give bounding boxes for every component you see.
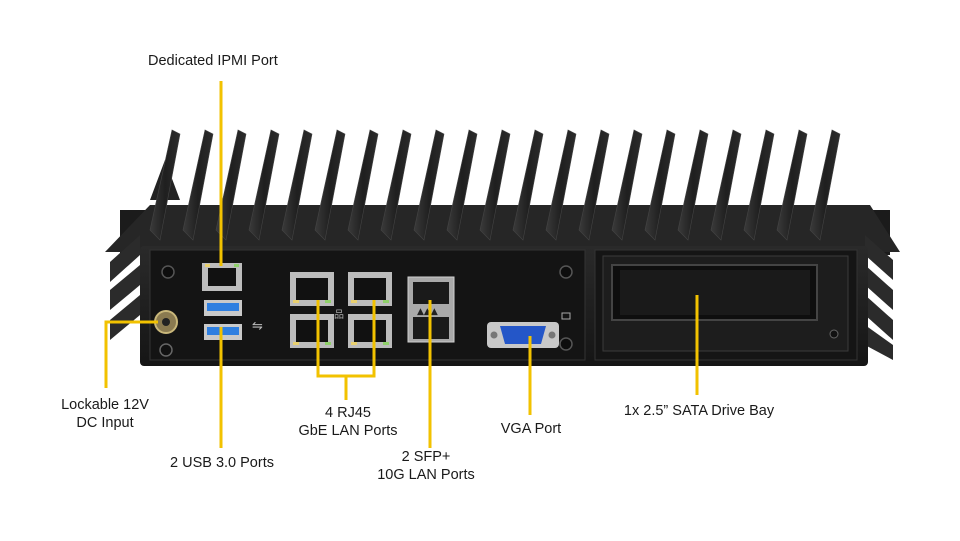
heatsink-fin (677, 129, 709, 241)
heatsink-fin (545, 129, 577, 241)
heatsink-fin (512, 129, 544, 241)
label-rj45-line1: 4 RJ45 (325, 405, 371, 421)
usb-symbol-icon: ⇋ (252, 319, 263, 334)
lock-slot-icon (829, 329, 839, 339)
label-dc-input: Lockable 12V DC Input (46, 396, 164, 432)
label-sfp-line1: 2 SFP+ (401, 449, 451, 465)
rj45-port[interactable] (348, 272, 392, 306)
rj45-port[interactable] (290, 314, 334, 348)
heatsink (105, 129, 900, 360)
heatsink-fin (479, 129, 511, 241)
rj45-ports[interactable] (290, 272, 392, 348)
callout-lines (104, 81, 699, 448)
heatsink-fin (149, 129, 181, 241)
label-vga-port: VGA Port (500, 421, 562, 437)
label-rj45-line2: GbE LAN Ports (298, 423, 398, 439)
label-dc-input-line1: Lockable 12V (61, 397, 149, 413)
heatsink-fin (644, 129, 676, 241)
screw-icon (161, 265, 175, 279)
heatsink-fin (182, 129, 214, 241)
label-sfp-ports: 2 SFP+ 10G LAN Ports (364, 448, 488, 484)
screw-icon (559, 265, 573, 279)
sfp-ports[interactable]: ▲▲▲ (407, 276, 455, 343)
label-dc-input-line2: DC Input (76, 415, 134, 431)
dc-power-jack[interactable] (154, 310, 178, 357)
monitor-symbol-icon (561, 312, 571, 320)
ipmi-port[interactable] (202, 263, 242, 291)
label-ipmi-port: Dedicated IPMI Port (148, 53, 278, 69)
svg-text:▲▲▲: ▲▲▲ (417, 307, 438, 317)
rj45-port[interactable] (348, 314, 392, 348)
heatsink-fin (809, 129, 841, 241)
rj45-port[interactable] (290, 272, 334, 306)
heatsink-fin (281, 129, 313, 241)
ground-screw-icon (159, 343, 173, 357)
heatsink-fin (743, 129, 775, 241)
screw-icon (559, 337, 573, 351)
heatsink-fin (710, 129, 742, 241)
heatsink-fin (215, 129, 247, 241)
label-rj45-ports: 4 RJ45 GbE LAN Ports (286, 404, 410, 440)
label-usb-ports: 2 USB 3.0 Ports (170, 455, 274, 471)
heatsink-fin (578, 129, 610, 241)
heatsink-fin (413, 129, 445, 241)
drive-bay[interactable] (602, 255, 849, 352)
heatsink-fin (248, 129, 280, 241)
heatsink-fin (611, 129, 643, 241)
network-symbol-icon: 品 (334, 309, 344, 321)
heatsink-fin (776, 129, 808, 241)
usb-ports[interactable]: ⇋ (204, 300, 263, 340)
heatsink-fin (446, 129, 478, 241)
vga-port[interactable] (487, 312, 571, 348)
heatsink-fin (347, 129, 379, 241)
label-drive-bay: 1x 2.5” SATA Drive Bay (623, 403, 775, 419)
heatsink-fin (380, 129, 412, 241)
label-sfp-line2: 10G LAN Ports (377, 467, 475, 483)
heatsink-fin (314, 129, 346, 241)
